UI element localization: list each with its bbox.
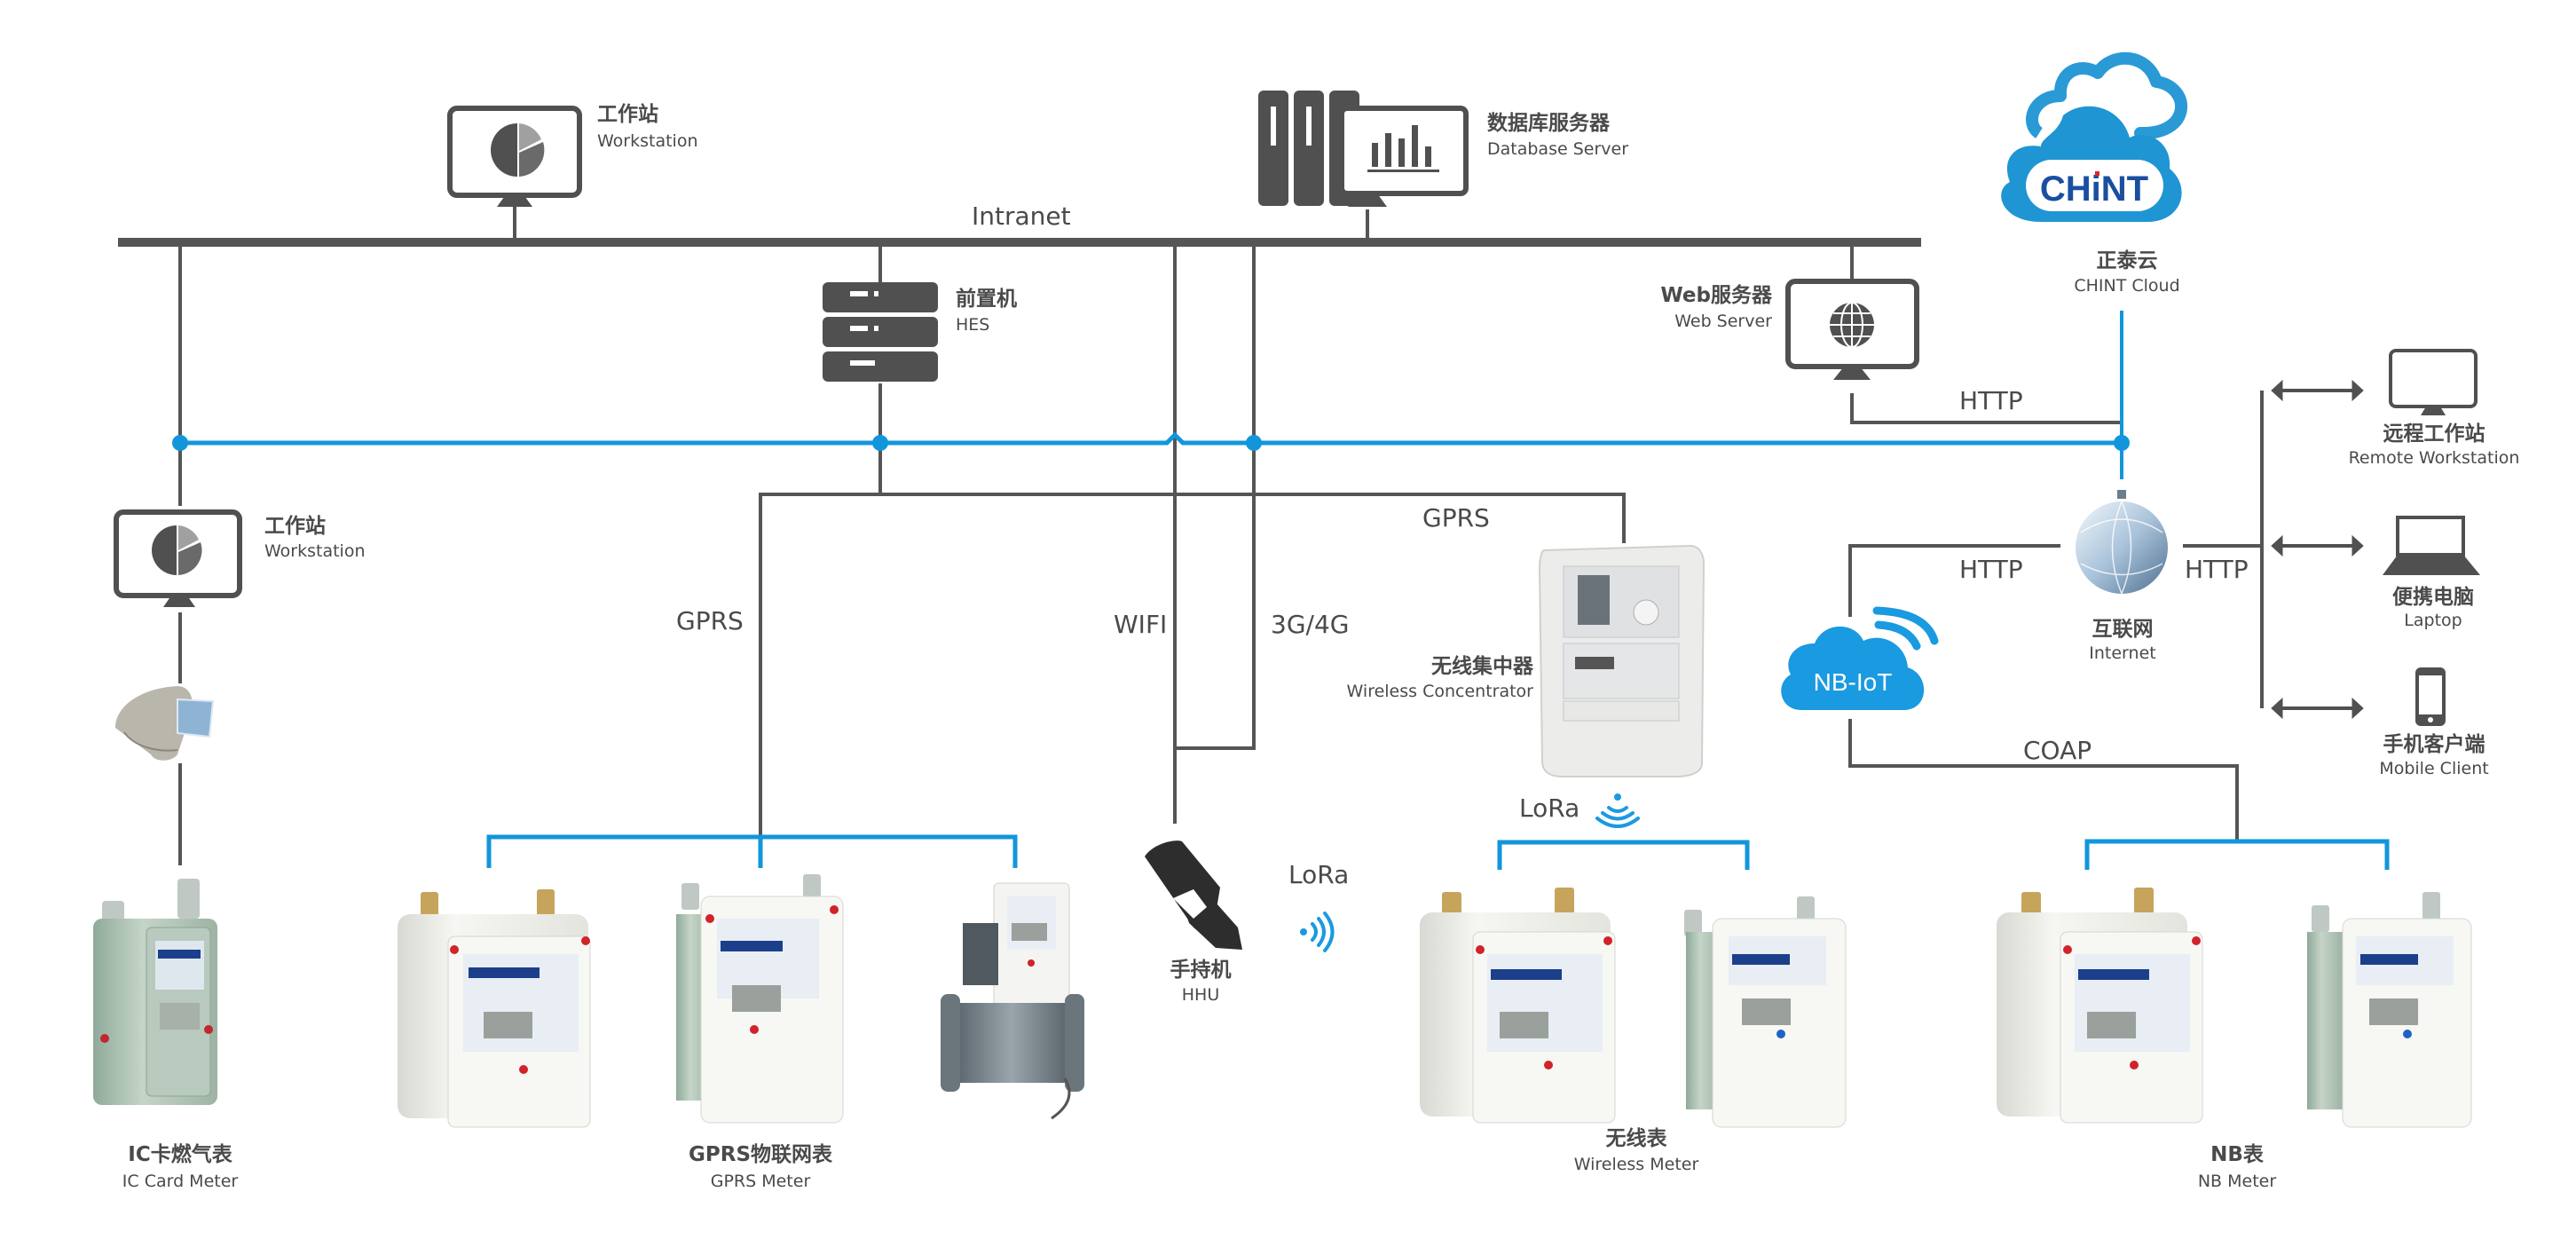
blue-backbone [180, 431, 2122, 446]
bracket-wireless-meters [1497, 840, 1750, 870]
chint-cloud-en: CHINT Cloud [2074, 276, 2180, 296]
globe-icon [1830, 302, 1874, 348]
chint-cloud-cn: 正泰云 [2096, 249, 2158, 272]
wireless-concentrator-device[interactable] [1538, 544, 1706, 777]
lora-hhu-label: LoRa [1288, 860, 1350, 889]
http-web-label: HTTP [1959, 386, 2023, 415]
remote-workstation-cn: 远程工作站 [2383, 422, 2485, 446]
bracket-gprs-meters [486, 834, 1018, 868]
database-server-cn: 数据库服务器 [1487, 112, 1610, 135]
gprs-left-label: GPRS [676, 606, 744, 635]
nbiot-label: NB-IoT [1814, 668, 1893, 696]
laptop-cn: 便携电脑 [2392, 586, 2474, 609]
web-server-icon[interactable] [1785, 279, 1919, 380]
ic-card-meter-device[interactable] [93, 879, 217, 1105]
wireless-meter-device-1[interactable] [1420, 888, 1616, 1124]
hhu-en: HHU [1181, 985, 1220, 1005]
g34-label: 3G/4G [1271, 610, 1350, 639]
coap-label: COAP [2023, 736, 2092, 765]
web-server-cn: Web服务器 [1660, 284, 1772, 307]
wireless-concentrator-en: Wireless Concentrator [1346, 682, 1533, 701]
lora-signal-hhu-icon [1300, 912, 1335, 952]
mobile-client-en: Mobile Client [2379, 759, 2489, 778]
mobile-client-cn: 手机客户端 [2383, 733, 2485, 756]
wires [118, 207, 2390, 870]
wire-internet-nbiot [1848, 544, 2060, 617]
database-server-icon[interactable] [1258, 91, 1469, 207]
http-clients-label: HTTP [2185, 555, 2249, 584]
wireless-meter-en: Wireless Meter [1573, 1155, 1699, 1174]
bracket-nb-meters [2084, 839, 2390, 870]
hes-server-icon[interactable] [823, 282, 938, 382]
chint-logo-text: CHiNT [2040, 170, 2148, 209]
lora-concentrator-label: LoRa [1519, 793, 1580, 823]
nb-meter-en: NB Meter [2197, 1172, 2277, 1191]
remote-workstation-en: Remote Workstation [2348, 448, 2520, 468]
wire-coap [1848, 719, 2239, 841]
lora-signal-icon [1595, 793, 1640, 828]
internet-cn: 互联网 [2092, 618, 2154, 641]
nbiot-cloud-icon[interactable]: NB-IoT [1781, 606, 1939, 710]
gprs-meter-en: GPRS Meter [710, 1172, 811, 1191]
arrow-remote-workstation [2271, 379, 2364, 402]
hes-cn: 前置机 [956, 288, 1017, 311]
workstation-left-icon[interactable] [114, 509, 242, 607]
pie-chart-icon [152, 525, 202, 575]
database-server-en: Database Server [1487, 139, 1629, 159]
nb-meter-device-1[interactable] [1997, 888, 2203, 1124]
hes-en: HES [956, 315, 990, 335]
workstation-top-cn: 工作站 [597, 103, 658, 126]
chint-cloud-icon[interactable]: CHiNT [2001, 51, 2188, 222]
gprs-concentrator-label: GPRS [1422, 503, 1490, 533]
gprs-meter-device-1[interactable] [398, 889, 591, 1128]
workstation-left-en: Workstation [264, 541, 366, 561]
workstation-left-cn: 工作站 [264, 515, 326, 538]
gprs-meter-device-2[interactable] [676, 874, 844, 1124]
joint-cloud [2114, 435, 2130, 451]
internet-en: Internet [2089, 643, 2156, 663]
workstation-top-icon[interactable] [447, 106, 582, 207]
wire-gprs-bus [759, 493, 1626, 837]
workstation-top-en: Workstation [597, 131, 698, 151]
ic-card-reader-icon[interactable] [115, 686, 215, 761]
web-server-en: Web Server [1674, 312, 1772, 331]
gprs-meter-cn: GPRS物联网表 [688, 1143, 833, 1166]
laptop-icon[interactable] [2383, 516, 2480, 575]
wifi-label: WIFI [1114, 610, 1168, 639]
wireless-meter-device-2[interactable] [1684, 896, 1847, 1128]
ic-card-meter-en: IC Card Meter [122, 1172, 239, 1191]
hhu-handheld-icon[interactable] [1145, 841, 1242, 950]
remote-workstation-icon[interactable] [2389, 349, 2478, 415]
wire-3g4g [1175, 242, 1256, 750]
joint-3g4g [1246, 435, 1262, 451]
client-arrows [2271, 379, 2364, 720]
laptop-en: Laptop [2404, 611, 2462, 630]
wireless-concentrator-cn: 无线集中器 [1431, 655, 1533, 678]
joint-left [172, 435, 188, 451]
bar-chart-icon [1367, 125, 1439, 172]
wireless-meter-cn: 无线表 [1605, 1127, 1667, 1150]
internet-globe-icon[interactable] [2076, 490, 2168, 595]
intranet-label: Intranet [972, 201, 1071, 231]
hhu-cn: 手持机 [1170, 959, 1232, 982]
ic-card-meter-cn: IC卡燃气表 [128, 1143, 232, 1166]
http-nbiot-label: HTTP [1959, 555, 2023, 584]
valve-meter-device[interactable] [941, 882, 1084, 1120]
joint-hes [872, 435, 888, 451]
wifi-signal-icon [1872, 606, 1939, 651]
nb-meter-device-2[interactable] [2307, 892, 2472, 1128]
mobile-phone-icon[interactable] [2415, 667, 2446, 726]
arrow-mobile [2271, 697, 2364, 720]
wire-web-http [1850, 393, 2122, 424]
nb-meter-cn: NB表 [2210, 1143, 2264, 1166]
pie-chart-icon [491, 123, 545, 177]
arrow-laptop [2271, 534, 2364, 557]
